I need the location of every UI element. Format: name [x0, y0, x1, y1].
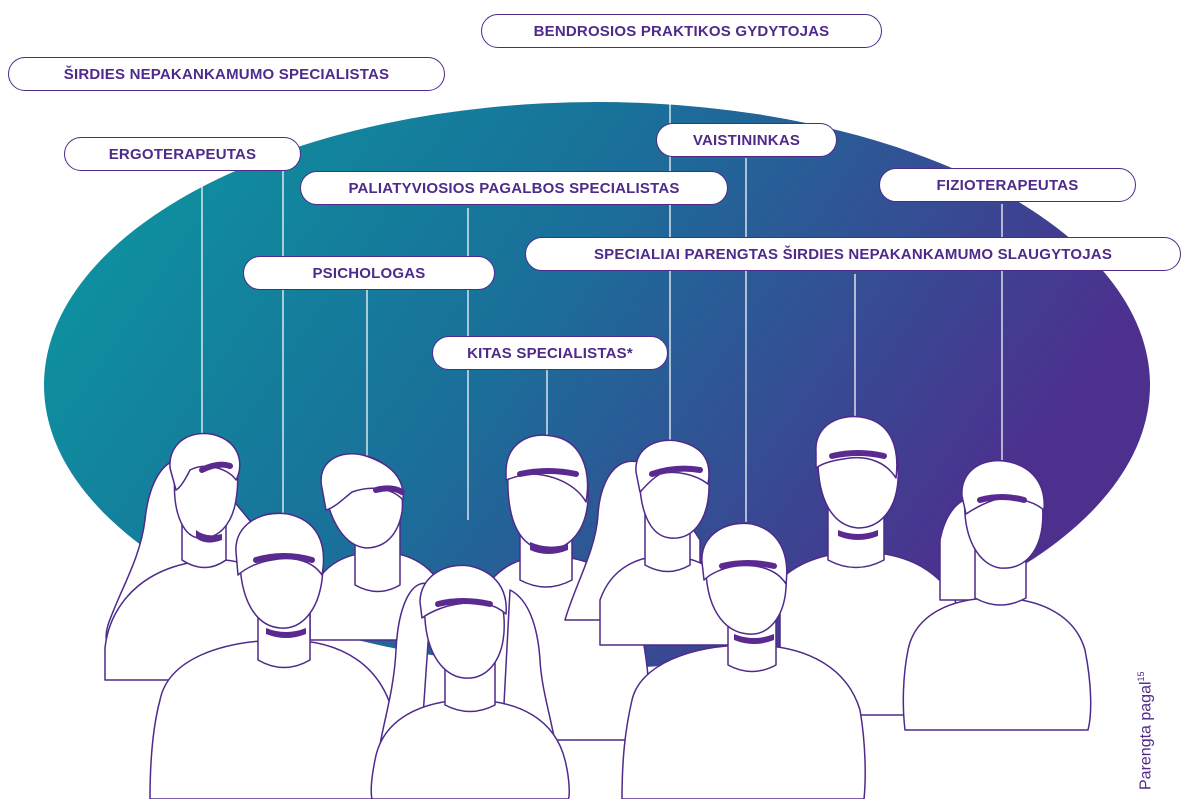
label-pharmacist: VAISTININKAS [656, 123, 837, 157]
neck-shadow-front-right [734, 634, 774, 644]
accent-man-center [517, 468, 579, 477]
neck-shadow-front-left [266, 628, 306, 638]
label-occupational-therapist: ERGOTERAPEUTAS [64, 137, 301, 171]
neck-shadow-center [530, 542, 568, 554]
label-heart-failure-specialist: ŠIRDIES NEPAKANKAMUMO SPECIALISTAS [8, 57, 445, 91]
accent-woman-front-right [977, 494, 1027, 503]
person-woman-front-center [370, 564, 570, 799]
source-credit-text: Parengta pagal [1137, 681, 1155, 790]
label-general-practitioner: BENDROSIOS PRAKTIKOS GYDYTOJAS [481, 14, 882, 48]
person-woman-front-right [902, 459, 1092, 731]
person-woman-center-right [564, 439, 736, 646]
person-man-front-right [621, 522, 866, 799]
accent-man-front-left [253, 553, 315, 563]
label-other-specialist: KITAS SPECIALISTAS* [432, 336, 668, 370]
source-credit: Parengta pagal15 [1136, 671, 1155, 790]
label-palliative-specialist: PALIATYVIOSIOS PAGALBOS SPECIALISTAS [300, 171, 728, 205]
label-physiotherapist: FIZIOTERAPEUTAS [879, 168, 1136, 202]
accent-man-center-left [373, 485, 405, 495]
accent-woman-left [199, 461, 233, 473]
neck-shadow-right [838, 530, 878, 540]
source-credit-ref: 15 [1136, 671, 1146, 682]
accent-man-front-right [719, 560, 777, 569]
label-heart-failure-nurse: SPECIALIAI PARENGTAS ŠIRDIES NEPAKANKAMU… [525, 237, 1181, 271]
accent-woman-center-right [649, 465, 703, 477]
accent-woman-front-center [435, 598, 493, 607]
accent-man-right [829, 450, 887, 459]
neck-shadow-left [196, 530, 222, 543]
person-man-front-left [149, 512, 400, 799]
label-psychologist: PSICHOLOGAS [243, 256, 495, 290]
